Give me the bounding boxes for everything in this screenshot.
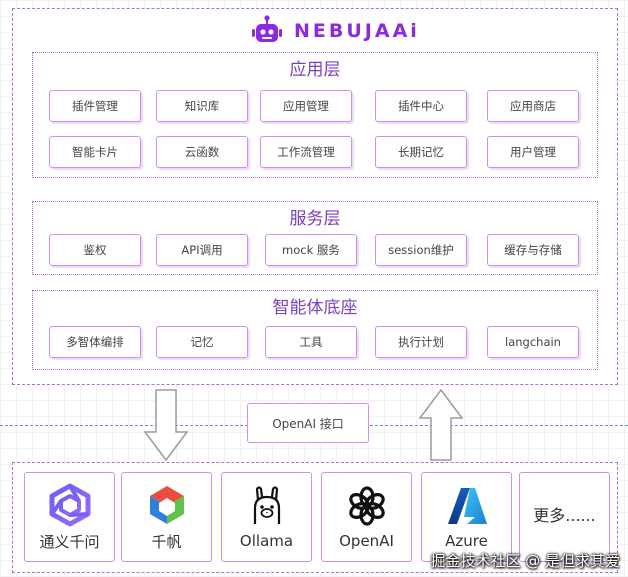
module-box: 执行计划 <box>375 326 467 358</box>
module-box: 云函数 <box>156 136 248 168</box>
module-box: 缓存与存储 <box>487 234 579 266</box>
module-box: 鉴权 <box>49 234 141 266</box>
module-box: 应用商店 <box>487 90 579 122</box>
module-box: 用户管理 <box>487 136 579 168</box>
brand-header: NEBUJAAi <box>250 14 420 48</box>
module-box: 多智体编排 <box>49 326 141 358</box>
module-box: 工具 <box>265 326 357 358</box>
provider-label: 通义千问 <box>39 532 100 551</box>
service-layer: 服务层 <box>32 201 598 275</box>
module-box: 长期记忆 <box>375 136 467 168</box>
module-box: 插件管理 <box>49 90 141 122</box>
watermark: 掘金技术社区 @ 是但求其爱 <box>430 552 620 570</box>
layer-title: 应用层 <box>289 60 341 80</box>
provider-label: OpenAI <box>339 532 394 550</box>
layer-title: 智能体底座 <box>272 298 358 318</box>
provider-azure: Azure <box>421 472 512 562</box>
provider-qianfan: 千帆 <box>121 472 212 562</box>
openai-icon <box>348 486 385 526</box>
module-box: 工作流管理 <box>260 136 352 168</box>
module-box: 智能卡片 <box>49 136 141 168</box>
architecture-frame <box>12 8 618 385</box>
down-arrow-icon <box>143 389 189 462</box>
provider-openai: OpenAI <box>321 472 412 562</box>
robot-icon <box>252 15 282 42</box>
module-box: session维护 <box>375 234 467 266</box>
qianfan-icon <box>149 485 184 524</box>
module-box: 插件中心 <box>375 90 467 122</box>
application-layer: 应用层 <box>32 52 598 178</box>
ollama-icon <box>253 486 280 524</box>
provider-tongyi: 通义千问 <box>24 472 115 562</box>
layer-title: 服务层 <box>289 209 341 229</box>
up-arrow-icon <box>418 388 464 461</box>
provider-label: 千帆 <box>151 532 182 551</box>
module-box: 应用管理 <box>260 90 352 122</box>
azure-icon <box>447 488 487 524</box>
provider-more: 更多...... <box>519 472 610 562</box>
provider-label: Ollama <box>239 532 294 550</box>
module-box: 知识库 <box>156 90 248 122</box>
agent-base-layer: 智能体底座 <box>32 290 598 370</box>
module-box: 记忆 <box>156 326 248 358</box>
module-box: mock 服务 <box>265 234 357 266</box>
provider-label: Azure <box>445 532 488 550</box>
provider-ollama: Ollama <box>221 472 312 562</box>
module-box: API调用 <box>156 234 248 266</box>
provider-label: 更多...... <box>533 506 596 525</box>
openai-interface-box: OpenAI 接口 <box>247 403 369 443</box>
module-box: langchain <box>487 326 579 358</box>
brand-name: NEBUJAAi <box>294 20 420 42</box>
tongyi-icon <box>49 483 90 526</box>
